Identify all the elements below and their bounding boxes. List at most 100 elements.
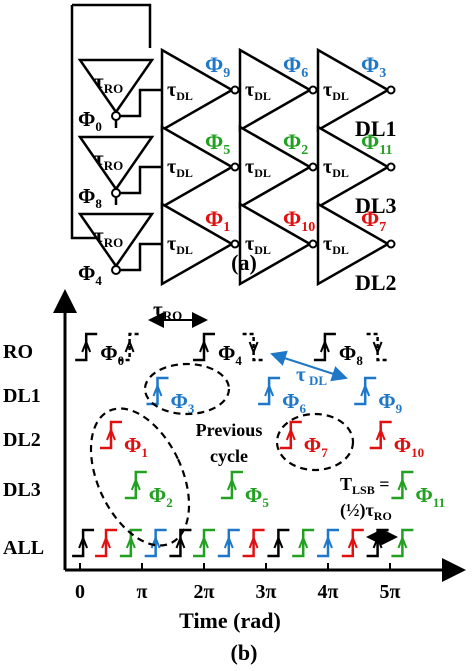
row-label-all: ALL — [3, 537, 44, 559]
delay-buffer — [316, 124, 391, 210]
phase-output-label: Φ9 — [205, 52, 230, 81]
dl1-edge — [258, 376, 281, 406]
dl2-edge — [279, 420, 302, 450]
dl3-phase-label: Φ11 — [415, 483, 445, 510]
inverter-bubble — [111, 188, 121, 198]
ellipse-phi1-phi2 — [89, 407, 191, 547]
ro-edge — [118, 332, 141, 362]
ring-inverter — [77, 58, 155, 115]
dl3-phase-label: Φ5 — [245, 483, 269, 510]
output-node — [386, 85, 396, 95]
dl1-phase-label: Φ6 — [282, 389, 306, 416]
x-tick-label: π — [137, 581, 148, 603]
phase-output-label: Φ2 — [283, 129, 308, 158]
all-edge — [242, 528, 265, 558]
all-edge — [366, 528, 389, 558]
output-node — [386, 239, 396, 249]
ro-phase-label: Φ8 — [339, 341, 363, 368]
all-edge-arrow — [125, 535, 136, 549]
delay-buffer — [160, 124, 235, 210]
x-tick-label: 5π — [380, 581, 401, 603]
all-edge-arrow — [248, 535, 259, 549]
phase-output-label: Φ1 — [205, 206, 230, 235]
ring-phase-label: Φ8 — [78, 184, 102, 211]
phase-output-label: Φ5 — [205, 129, 230, 158]
row-label-dl1: DL1 — [3, 385, 41, 407]
delay-buffer — [238, 124, 313, 210]
delay-buffer — [238, 201, 313, 287]
dl1-phase-label: Φ9 — [378, 389, 402, 416]
dl2-edge — [100, 420, 122, 450]
output-node — [308, 85, 318, 95]
delay-line-circuit: τROΦ0τDLΦ9τDLΦ6τDLΦ3DL1τROΦ8τDLΦ5τDLΦ2τD… — [70, 3, 397, 295]
delay-buffer — [160, 201, 235, 287]
dl1-edge-arrow — [152, 383, 163, 397]
phase-output-label: Φ7 — [361, 206, 386, 235]
all-edge-arrow — [347, 535, 358, 549]
x-axis-label: Time (rad) — [179, 608, 281, 633]
dl3-edge-arrow — [226, 477, 237, 491]
dl3-edge — [391, 470, 414, 500]
inverter-bubble — [111, 111, 121, 121]
all-edge-arrow — [101, 535, 111, 549]
x-tick-label: 2π — [194, 581, 215, 603]
all-edge-arrow — [175, 535, 186, 549]
dl1-edge — [146, 376, 169, 406]
row-label-dl2: DL2 — [3, 429, 41, 451]
ro-edge — [75, 332, 98, 362]
dl1-edge — [354, 376, 377, 406]
ro-edge-arrow — [319, 339, 330, 353]
dl1-edge-arrow — [360, 383, 371, 397]
ro-edge-arrow — [372, 341, 383, 355]
phase-output-label: Φ6 — [283, 52, 308, 81]
ro-edge — [193, 332, 215, 362]
all-edge-arrow — [323, 535, 333, 549]
x-tick-label: 0 — [75, 581, 85, 603]
phase-output-label: Φ11 — [361, 129, 392, 158]
previous-cycle-line1: Previous — [196, 420, 263, 440]
delay-label: τDL — [245, 233, 271, 257]
output-node — [230, 162, 240, 172]
dl3-phase-label: Φ2 — [149, 483, 173, 510]
ro-edge — [313, 332, 336, 362]
all-edge-arrow — [397, 535, 408, 549]
ring-delay-label: τRO — [94, 146, 123, 173]
phase-output-label: Φ10 — [283, 206, 315, 235]
delay-line-name: DL2 — [355, 270, 397, 295]
tlsb-line1: TLSB = — [340, 474, 389, 497]
previous-cycle-line2: cycle — [210, 446, 248, 466]
all-edge — [119, 528, 142, 558]
all-edge — [144, 528, 167, 558]
dl1-edge-arrow — [264, 383, 275, 397]
ro-edge — [242, 332, 265, 362]
output-node — [308, 162, 318, 172]
delay-line-name: DL1 — [355, 116, 397, 141]
all-edge — [341, 528, 364, 558]
ring-delay-label: τRO — [94, 223, 123, 250]
all-edge — [217, 528, 240, 558]
ring-phase-label: Φ0 — [78, 107, 102, 134]
ring-inverter — [77, 212, 155, 269]
ring-to-delay-wire — [120, 242, 162, 272]
delay-buffer — [160, 47, 235, 133]
x-tick-label: 3π — [256, 581, 277, 603]
ellipse-phi3 — [143, 362, 231, 416]
output-node — [386, 162, 396, 172]
all-edge-arrow — [223, 535, 234, 549]
inverter-bubble — [111, 265, 121, 275]
output-node — [230, 239, 240, 249]
delay-label: τDL — [167, 233, 193, 257]
row-label-ro: RO — [3, 341, 33, 363]
ro-phase-label: Φ4 — [218, 341, 242, 368]
all-edge — [267, 528, 290, 558]
tlsb-line2: (½)τRO — [340, 500, 392, 523]
dl2-phase-label: Φ7 — [304, 433, 328, 460]
dl2-edge-arrow — [285, 427, 296, 441]
delay-buffer — [316, 201, 391, 287]
caption-b: (b) — [231, 640, 258, 665]
delay-label: τDL — [323, 79, 349, 103]
all-edge-arrow — [78, 535, 89, 549]
